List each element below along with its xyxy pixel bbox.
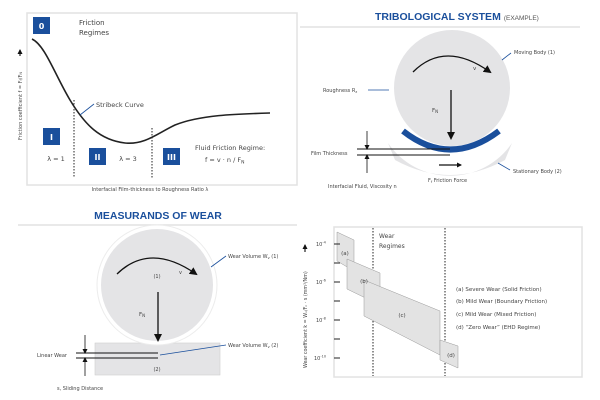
y-axis-ticks: 10-4 10-6 10-8 10-10 xyxy=(314,241,340,363)
interfacial-fluid-label: Interfacial Fluid, Viscosity n xyxy=(328,184,397,190)
panel-frame xyxy=(26,12,298,186)
moving-body-label: Moving Body (1) xyxy=(514,50,555,56)
legend-item: (c) Mild Wear (Mixed Friction) xyxy=(456,312,536,318)
x-axis-label: Interfacial Film-thickness to Roughness … xyxy=(92,187,209,193)
fluid-formula: f = v · n / FN xyxy=(205,156,244,166)
y-tick-label: 10-4 xyxy=(316,241,327,249)
region-a-label: (a) xyxy=(341,251,349,257)
regime-badge-I xyxy=(43,128,60,145)
curve-label-leader xyxy=(79,103,95,116)
rotation-arrow xyxy=(116,257,198,276)
region-b-label: (b) xyxy=(360,279,368,285)
film-thickness-label: Film Thickness xyxy=(311,151,348,157)
fluid-regime-label: Fluid Friction Regime: xyxy=(195,144,265,152)
badge-label: III xyxy=(167,153,176,162)
linear-wear-label: Linear Wear xyxy=(37,353,68,359)
velocity-label: v xyxy=(473,66,477,72)
regime-badge-III xyxy=(163,148,180,165)
body-1-label: (1) xyxy=(153,274,160,280)
y-axis-label: Wear coefficient k = Wᵥ/Fₙ · s (mm³/Nm) xyxy=(303,271,309,368)
tribological-system-panel: TRIBOLOGICAL SYSTEM(EXAMPLE) v FN Moving… xyxy=(300,11,580,190)
normal-force-label: FN xyxy=(139,312,145,318)
leader-line xyxy=(501,52,512,61)
region-d-label: (d) xyxy=(447,353,455,359)
y-tick-label: 10-10 xyxy=(314,355,326,363)
stationary-body-label: Stationary Body (2) xyxy=(513,169,562,175)
wear-regimes-panel: Wear Regimes (a) (b) (c) (d) 10-4 10-6 1… xyxy=(302,226,583,378)
lambda-1-label: λ = 1 xyxy=(47,155,65,163)
region-c-label: (c) xyxy=(398,313,405,319)
stribeck-curve xyxy=(31,38,271,144)
measurands-title: MEASURANDS OF WEAR xyxy=(94,210,222,222)
moving-body xyxy=(101,229,213,341)
badge-label: I xyxy=(50,133,53,142)
regimes-title: Regimes xyxy=(79,29,109,37)
film-layer xyxy=(401,128,501,153)
friction-regimes-panel: 0 Friction Regimes Stribeck Curve I II I… xyxy=(17,12,298,193)
velocity-label: v xyxy=(179,270,182,276)
wear-volume-1-label: Wear Volume Wv (1) xyxy=(228,254,278,260)
leader-line xyxy=(497,162,511,171)
badge-label: II xyxy=(95,153,101,162)
legend-item: (a) Severe Wear (Solid Friction) xyxy=(456,287,542,293)
sliding-distance-label: s, Sliding Distance xyxy=(57,386,103,392)
tribological-title: TRIBOLOGICAL SYSTEM(EXAMPLE) xyxy=(375,11,539,23)
lambda-3-label: λ = 3 xyxy=(119,155,137,163)
normal-force-label: FN xyxy=(432,108,438,114)
regime-badge-0 xyxy=(33,17,50,34)
stationary-block xyxy=(94,342,221,376)
moving-body xyxy=(394,30,510,146)
y-tick-label: 10-8 xyxy=(316,317,326,325)
y-tick-label: 10-6 xyxy=(316,279,326,287)
legend-item: (d) “Zero Wear” (EHD Regime) xyxy=(456,325,540,331)
wear-regimes-title: Wear xyxy=(379,233,395,240)
stribeck-curve-label: Stribeck Curve xyxy=(96,101,144,109)
wear-volume-2-label: Wear Volume Wv (2) xyxy=(228,343,278,349)
wear-legend: (a) Severe Wear (Solid Friction) (b) Mil… xyxy=(456,287,547,331)
body-2-label: (2) xyxy=(153,367,160,373)
y-axis-label: Friction coefficient f = Ff/FN xyxy=(18,72,24,140)
legend-item: (b) Mild Wear (Boundary Friction) xyxy=(456,299,547,305)
friction-force-label: Ff Friction Force xyxy=(428,178,467,184)
regime-badge-II xyxy=(89,148,106,165)
roughness-label: Roughness Rz xyxy=(323,88,357,94)
regimes-title: Friction xyxy=(79,19,105,27)
leader-line xyxy=(210,255,227,268)
badge-label: 0 xyxy=(39,22,45,31)
rotation-arrow xyxy=(412,55,492,74)
wear-regimes-title: Regimes xyxy=(379,243,405,250)
leader-line xyxy=(159,344,227,356)
region-d xyxy=(439,339,459,369)
measurands-of-wear-panel: MEASURANDS OF WEAR v (1) FN (2) Linear W… xyxy=(18,210,297,392)
